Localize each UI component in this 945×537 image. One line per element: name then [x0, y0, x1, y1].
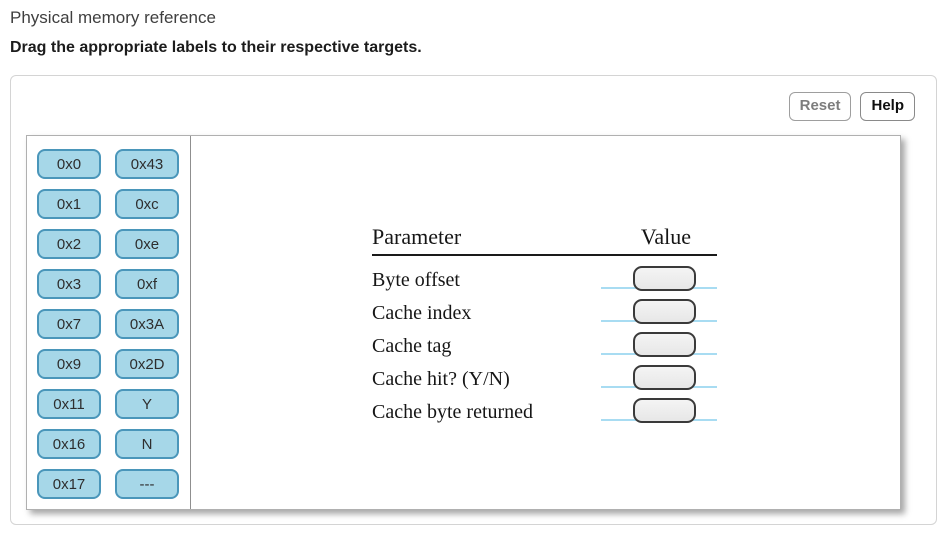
drop-target-cache-byte-returned[interactable] [633, 398, 696, 423]
table-rows: Byte offset Cache index [372, 264, 717, 429]
row-label: Cache byte returned [372, 401, 534, 423]
parameter-value-table: Parameter Value Byte offset Cache index [372, 224, 717, 429]
value-column-header: Value [640, 224, 691, 249]
drag-chip-Y[interactable]: Y [115, 389, 179, 419]
parameter-column-header: Parameter [372, 224, 462, 249]
page-title: Physical memory reference [10, 8, 216, 27]
drag-chip-0xf[interactable]: 0xf [115, 269, 179, 299]
header-rule [372, 254, 717, 256]
row-label: Cache tag [372, 335, 452, 357]
drag-instruction: Drag the appropriate labels to their res… [10, 39, 422, 56]
table-row-cache-byte-returned: Cache byte returned [372, 396, 717, 429]
drag-chip-0x11[interactable]: 0x11 [37, 389, 101, 419]
drag-chip-0x0[interactable]: 0x0 [37, 149, 101, 179]
reset-button[interactable]: Reset [788, 92, 852, 121]
drag-chip-0x43[interactable]: 0x43 [115, 149, 179, 179]
drag-chip-0xc[interactable]: 0xc [115, 189, 179, 219]
help-button[interactable]: Help [860, 92, 915, 121]
drag-chip-0x16[interactable]: 0x16 [37, 429, 101, 459]
chip-grid: 0x0 0x43 0x1 0xc 0x2 0xe 0x3 0xf 0x7 0x3… [37, 149, 179, 499]
drop-target-byte-offset[interactable] [633, 266, 696, 291]
drop-target-cache-tag[interactable] [633, 332, 696, 357]
drag-chip-0x1[interactable]: 0x1 [37, 189, 101, 219]
row-label: Cache hit? (Y/N) [372, 368, 510, 390]
drop-target-cache-index[interactable] [633, 299, 696, 324]
row-label: Cache index [372, 302, 472, 324]
table-row-cache-index: Cache index [372, 297, 717, 330]
drag-chip-0x3A[interactable]: 0x3A [115, 309, 179, 339]
drag-chip-0x9[interactable]: 0x9 [37, 349, 101, 379]
label-palette: 0x0 0x43 0x1 0xc 0x2 0xe 0x3 0xf 0x7 0x3… [27, 136, 191, 509]
row-label: Byte offset [372, 269, 460, 291]
drag-drop-canvas: 0x0 0x43 0x1 0xc 0x2 0xe 0x3 0xf 0x7 0x3… [26, 135, 901, 510]
table-header-row: Parameter Value [372, 224, 717, 250]
drag-chip-0x3[interactable]: 0x3 [37, 269, 101, 299]
table-row-byte-offset: Byte offset [372, 264, 717, 297]
drag-chip-0xe[interactable]: 0xe [115, 229, 179, 259]
drag-chip-none[interactable]: --- [115, 469, 179, 499]
target-cell [601, 396, 717, 429]
table-row-cache-tag: Cache tag [372, 330, 717, 363]
drag-chip-N[interactable]: N [115, 429, 179, 459]
table-row-cache-hit: Cache hit? (Y/N) [372, 363, 717, 396]
target-cell [601, 330, 717, 363]
drop-target-cache-hit[interactable] [633, 365, 696, 390]
drag-chip-0x7[interactable]: 0x7 [37, 309, 101, 339]
target-cell [601, 297, 717, 330]
target-cell [601, 264, 717, 297]
drag-chip-0x17[interactable]: 0x17 [37, 469, 101, 499]
activity-panel: Reset Help 0x0 0x43 0x1 0xc 0x2 0xe 0x3 … [10, 75, 937, 525]
drag-chip-0x2D[interactable]: 0x2D [115, 349, 179, 379]
target-cell [601, 363, 717, 396]
toolbar: Reset Help [788, 92, 915, 121]
drag-chip-0x2[interactable]: 0x2 [37, 229, 101, 259]
